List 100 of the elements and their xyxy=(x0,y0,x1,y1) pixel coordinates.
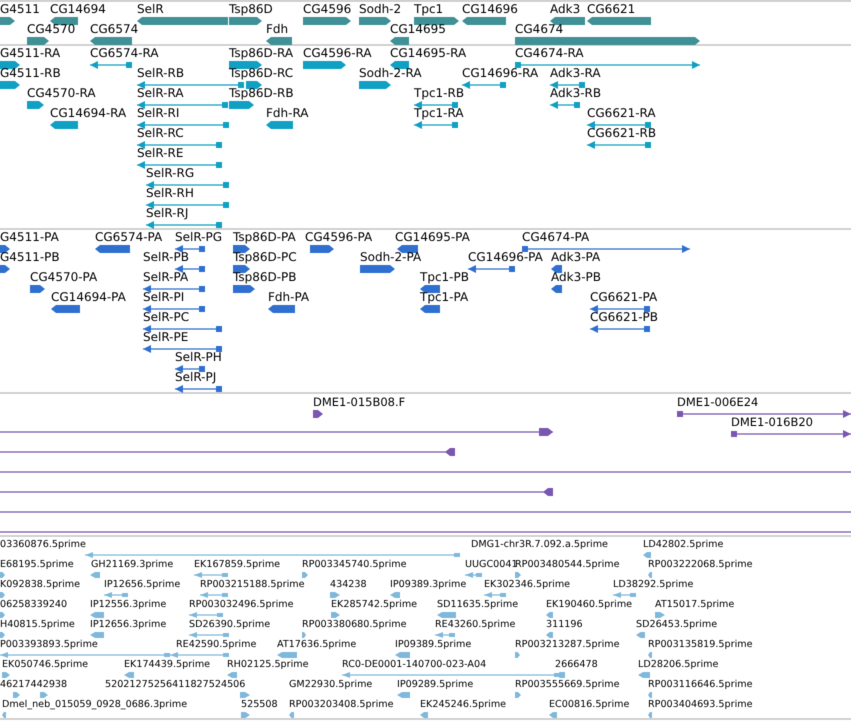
feature-label: SelR-RJ xyxy=(146,207,188,220)
feature-label: G4511-PA xyxy=(0,231,59,244)
feature-label: RP003222068.5prime xyxy=(648,560,752,571)
feature-label: P003393893.5prime xyxy=(0,640,98,651)
feature-label: CG4570 xyxy=(27,23,76,36)
feature-label: Tpc1-RA xyxy=(414,107,464,120)
feature-label: Adk3-RA xyxy=(550,67,601,80)
feature-label: Adk3-RB xyxy=(550,87,602,100)
feature-label: 52021275256411827524506 xyxy=(105,680,246,691)
feature-label: IP12656.3prime xyxy=(90,620,166,631)
feature-label: SelR-PI xyxy=(143,291,184,304)
feature-label: CG4674-PA xyxy=(522,231,590,244)
feature-label: CG14696-PA xyxy=(468,251,543,264)
feature-label: Tsp86D-RC xyxy=(229,67,294,80)
feature-label: Fdh xyxy=(266,23,288,36)
feature-label: SD26390.5prime xyxy=(189,620,270,631)
feature-label: CG14694 xyxy=(50,3,106,16)
feature-label: UUGC0041 xyxy=(465,560,518,571)
feature-label: 46217442938 xyxy=(0,680,68,691)
feature-label: CG4596-RA xyxy=(303,47,372,60)
feature-label: G4511-RA xyxy=(0,47,60,60)
feature-label: CG4596-PA xyxy=(305,231,372,244)
feature-label: RH02125.5prime xyxy=(227,660,309,671)
feature-label: IP09389.3prime xyxy=(390,580,466,591)
feature-label: SelR-PC xyxy=(143,311,190,324)
feature-label: CG6621-RB xyxy=(587,127,656,140)
feature-label: LD28206.5prime xyxy=(638,660,718,671)
feature-label: EK285742.5prime xyxy=(331,600,418,611)
feature-label: AT17636.5prime xyxy=(277,640,356,651)
feature-label: CG6574-PA xyxy=(95,231,162,244)
feature-label: RP003135819.5prime xyxy=(648,640,752,651)
feature-label: RP003215188.5prime xyxy=(200,580,304,591)
feature-label: RE43260.5prime xyxy=(435,620,516,631)
feature-label: EK174439.5prime xyxy=(124,660,210,671)
feature-label: Tsp86D-PB xyxy=(233,271,297,284)
feature-label: Tsp86D-PC xyxy=(233,251,297,264)
feature-label: RP003380680.5prime xyxy=(302,620,406,631)
feature-label: 03360876.5prime xyxy=(0,540,86,551)
feature-label: SelR-PG xyxy=(175,231,222,244)
feature-label: EK302346.5prime xyxy=(484,580,570,591)
feature-label: 2666478 xyxy=(555,660,598,671)
feature-label: CG4674-RA xyxy=(515,47,584,60)
feature-label: CG4570-RA xyxy=(27,87,96,100)
feature-label: Tsp86D-RB xyxy=(229,87,294,100)
feature-label: CG6621-PB xyxy=(590,311,658,324)
feature-label: CG14696-RA xyxy=(462,67,538,80)
feature-label: CG6621-RA xyxy=(587,107,656,120)
feature-label: SelR-PH xyxy=(175,351,222,364)
feature-label: Adk3-PA xyxy=(551,251,600,264)
feature-label: Adk3 xyxy=(550,3,580,16)
feature-label: G4511 xyxy=(0,3,40,16)
feature-label: Adk3-PB xyxy=(551,271,601,284)
feature-label: 06258339240 xyxy=(0,600,68,611)
feature-label: Fdh-RA xyxy=(266,107,309,120)
feature-label: SelR xyxy=(137,3,164,16)
feature-label: EK050746.5prime xyxy=(2,660,88,671)
feature-label: IP12556.3prime xyxy=(90,600,166,611)
feature-label: SelR-PB xyxy=(143,251,189,264)
feature-label: SelR-PJ xyxy=(175,371,216,384)
feature-label: Tsp86D-PA xyxy=(233,231,296,244)
feature-label: SelR-RE xyxy=(137,147,184,160)
feature-label: G4511-PB xyxy=(0,251,60,264)
feature-label: AT15017.5prime xyxy=(655,600,734,611)
feature-label: GM22930.5prime xyxy=(289,680,372,691)
feature-label: SD11635.5prime xyxy=(437,600,518,611)
feature-label: RP003345740.5prime xyxy=(302,560,406,571)
feature-label: LD42802.5prime xyxy=(643,540,724,551)
feature-label: CG14695 xyxy=(390,23,446,36)
feature-label: GH21169.3prime xyxy=(91,560,174,571)
feature-label: Tsp86D-RA xyxy=(229,47,294,60)
feature-label: E68195.5prime xyxy=(0,560,74,571)
feature-label: K092838.5prime xyxy=(0,580,80,591)
feature-label: EK245246.5prime xyxy=(420,700,506,711)
feature-label: EC00816.5prime xyxy=(549,700,630,711)
feature-label: RE42590.5prime xyxy=(176,640,256,651)
feature-label: RP003213287.5prime xyxy=(515,640,620,651)
feature-label: SelR-PE xyxy=(143,331,188,344)
feature-label: CG4570-PA xyxy=(30,271,98,284)
feature-label: SelR-RH xyxy=(146,187,194,200)
feature-label: DMG1-chr3R.7.092.a.5prime xyxy=(471,540,608,551)
feature-label: IP09389.5prime xyxy=(395,640,472,651)
feature-label: DME1-006E24 xyxy=(677,396,758,409)
feature-label: SelR-RC xyxy=(137,127,184,140)
feature-label: CG14696 xyxy=(462,3,518,16)
feature-label: CG4674 xyxy=(515,23,564,36)
feature-label: EK167859.5prime xyxy=(194,560,280,571)
feature-label: G4511-RB xyxy=(0,67,61,80)
feature-label: CG6621-PA xyxy=(590,291,658,304)
feature-label: Tpc1-PB xyxy=(420,271,469,284)
feature-label: RP003404693.5prime xyxy=(648,700,752,711)
feature-label: EK190460.5prime xyxy=(546,600,632,611)
feature-label: Sodh-2 xyxy=(359,3,402,16)
feature-label: CG14694-RA xyxy=(50,107,126,120)
feature-label: CG4596 xyxy=(303,3,352,16)
feature-label: CG6574-RA xyxy=(90,47,159,60)
feature-label: RP003480544.5prime xyxy=(515,560,620,571)
feature-label: LD38292.5prime xyxy=(613,580,694,591)
feature-label: Tpc1-PA xyxy=(420,291,468,304)
feature-label: SelR-RI xyxy=(137,107,180,120)
feature-label: DME1-015B08.F xyxy=(313,396,406,409)
